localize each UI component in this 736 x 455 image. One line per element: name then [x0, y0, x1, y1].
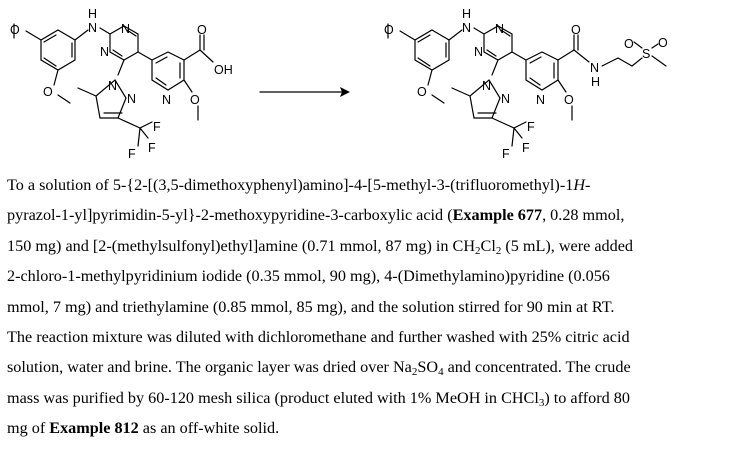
reaction-scheme: O O H N N N N O OH O [10, 7, 668, 161]
product-pyrimidine-n2-label: N [474, 45, 483, 59]
para-line-1: To a solution of 5-{2-[(3,5-dimethoxyphe… [7, 176, 591, 194]
reactant-f1-label: F [153, 120, 161, 134]
reactant-oh-label: OH [214, 63, 233, 77]
reactant-pyrimidine-n1-label: N [121, 22, 130, 36]
product-f3-label: F [502, 147, 510, 161]
product-pyrimidine-n1-label: N [495, 22, 504, 36]
product-pyrazole-n1-label: N [482, 79, 491, 93]
reactant-acid-o-label: O [197, 23, 207, 37]
product-amide-h-label: H [591, 75, 600, 89]
product-sulfur-label: S [642, 47, 650, 61]
para-line-7: solution, water and brine. The organic l… [7, 358, 631, 379]
example-812-ref: Example 812 [49, 419, 139, 438]
reactant-structure: O O H N N N N O OH O [10, 7, 233, 161]
para-line-6: The reaction mixture was diluted with di… [7, 327, 630, 346]
product-amide-o-label: O [571, 23, 581, 37]
reactant-omethoxy-2-label: O [43, 85, 53, 99]
para-line-2: pyrazol-1-yl]pyrimidin-5-yl}-2-methoxypy… [7, 206, 625, 225]
reactant-pyrazole-n2-label: N [127, 92, 136, 106]
para-line-3: 150 mg) and [2-(methylsulfonyl)ethyl]ami… [7, 236, 634, 257]
reactant-pyridine-o-label: O [190, 93, 200, 107]
product-nh-n-label: N [462, 21, 471, 35]
para-line-9: mg of Example 812 as an off-white solid. [7, 419, 280, 438]
product-sulfonyl-o1-label: O [624, 37, 634, 51]
para-line-4: 2-chloro-1-methylpyridinium iodide (0.35… [7, 267, 610, 286]
product-f1-label: F [527, 120, 535, 134]
reactant-omethoxy-1-label: O [10, 23, 20, 37]
product-pyridine-o-label: O [564, 93, 574, 107]
reactant-pyridine-n-label: N [162, 93, 171, 107]
reaction-arrow [259, 87, 350, 97]
product-f2-label: F [522, 141, 530, 155]
product-nh-h-label: H [462, 7, 471, 21]
product-structure: O O H N N N N O N H S O O [384, 7, 668, 161]
example-677-ref: Example 677 [452, 206, 543, 225]
reactant-f3-label: F [128, 147, 136, 161]
product-sulfonyl-o2-label: O [658, 36, 668, 50]
product-omethoxy-1-label: O [384, 23, 394, 37]
reactant-nh-n-label: N [88, 21, 97, 35]
product-pyrazole-n2-label: N [501, 92, 510, 106]
reactant-pyrazole-n1-label: N [108, 79, 117, 93]
product-pyridine-n-label: N [536, 93, 545, 107]
reactant-nh-h-label: H [88, 7, 97, 21]
product-omethoxy-2-label: O [417, 85, 427, 99]
reactant-pyrimidine-n2-label: N [100, 45, 109, 59]
procedure-paragraph: To a solution of 5-{2-[(3,5-dimethoxyphe… [7, 170, 729, 444]
reactant-f2-label: F [148, 141, 156, 155]
para-line-8: mass was purified by 60-120 mesh silica … [7, 388, 630, 409]
para-line-5: mmol, 7 mg) and triethylamine (0.85 mmol… [7, 297, 615, 316]
product-amide-n-label: N [590, 61, 599, 75]
